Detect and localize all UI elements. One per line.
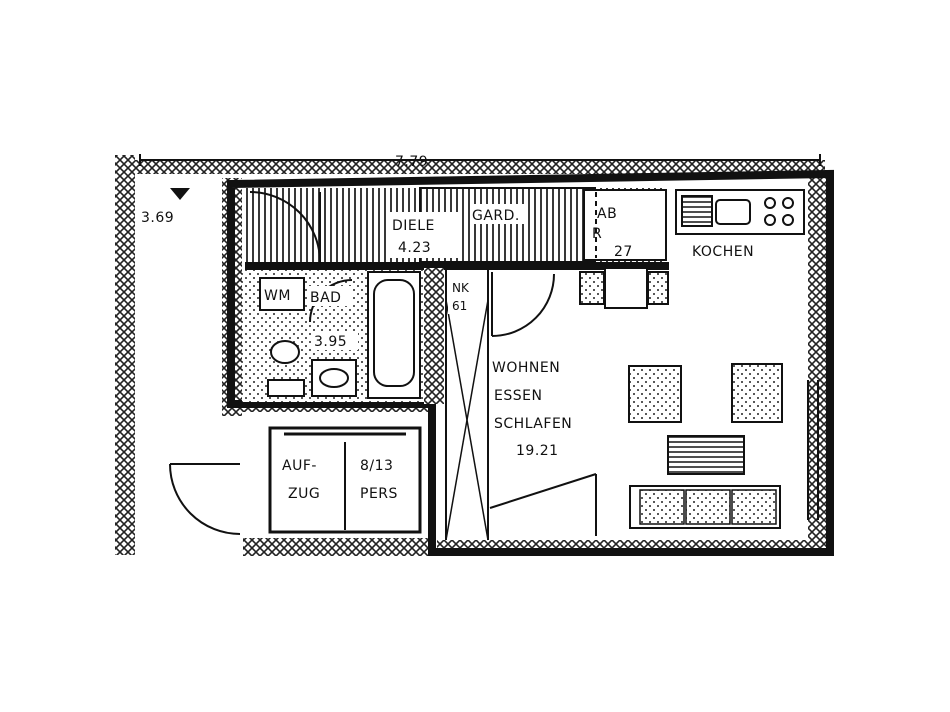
nk-label: NK: [452, 281, 470, 295]
wohnen-label: WOHNEN: [492, 360, 560, 376]
level-mark-label: 3.69: [141, 210, 174, 226]
capacity-line2: PERS: [360, 486, 398, 502]
entry-door: [249, 191, 321, 263]
dimension-top-label: 7.79: [395, 154, 428, 170]
bed-left: [628, 365, 682, 423]
coffee-table: [667, 435, 745, 475]
diele-label: DIELE: [392, 218, 435, 234]
kochen-label: KOCHEN: [692, 244, 754, 260]
living-door: [491, 272, 555, 337]
diele-area: 4.23: [398, 240, 431, 256]
kitchen: [675, 189, 805, 235]
nk-area: 61: [452, 299, 467, 313]
level-mark-icon: [170, 188, 190, 200]
ab-label-line1: AB: [597, 206, 617, 222]
gard-label: GARD.: [472, 208, 520, 224]
dining-set: [579, 267, 669, 309]
aufzug-label-line1: AUF-: [282, 458, 317, 474]
dimension-line-top: [139, 154, 821, 166]
window-right: [807, 380, 819, 520]
wm-label: WM: [264, 288, 291, 304]
elevator: [268, 426, 422, 534]
storage-ab: [583, 189, 667, 261]
essen-label: ESSEN: [494, 388, 542, 404]
bathroom: [242, 270, 427, 402]
bad-label: BAD: [310, 290, 341, 306]
wohnen-area: 19.21: [516, 443, 559, 459]
nk-shaft: [445, 270, 489, 541]
ab-label-line2: R: [592, 226, 602, 242]
bath-nk-wall: [424, 268, 444, 404]
schlafen-label: SCHLAFEN: [494, 416, 572, 432]
sliding-partition: [489, 473, 597, 536]
bad-area: 3.95: [314, 334, 347, 350]
ab-area: 27: [614, 244, 633, 260]
sofa: [629, 485, 781, 529]
stairhall-door: [169, 463, 241, 535]
aufzug-label-line2: ZUG: [288, 486, 320, 502]
apartment-outline: [227, 169, 834, 556]
capacity-line1: 8/13: [360, 458, 393, 474]
bed-right: [731, 363, 783, 423]
hall-living-wall: [245, 262, 669, 270]
